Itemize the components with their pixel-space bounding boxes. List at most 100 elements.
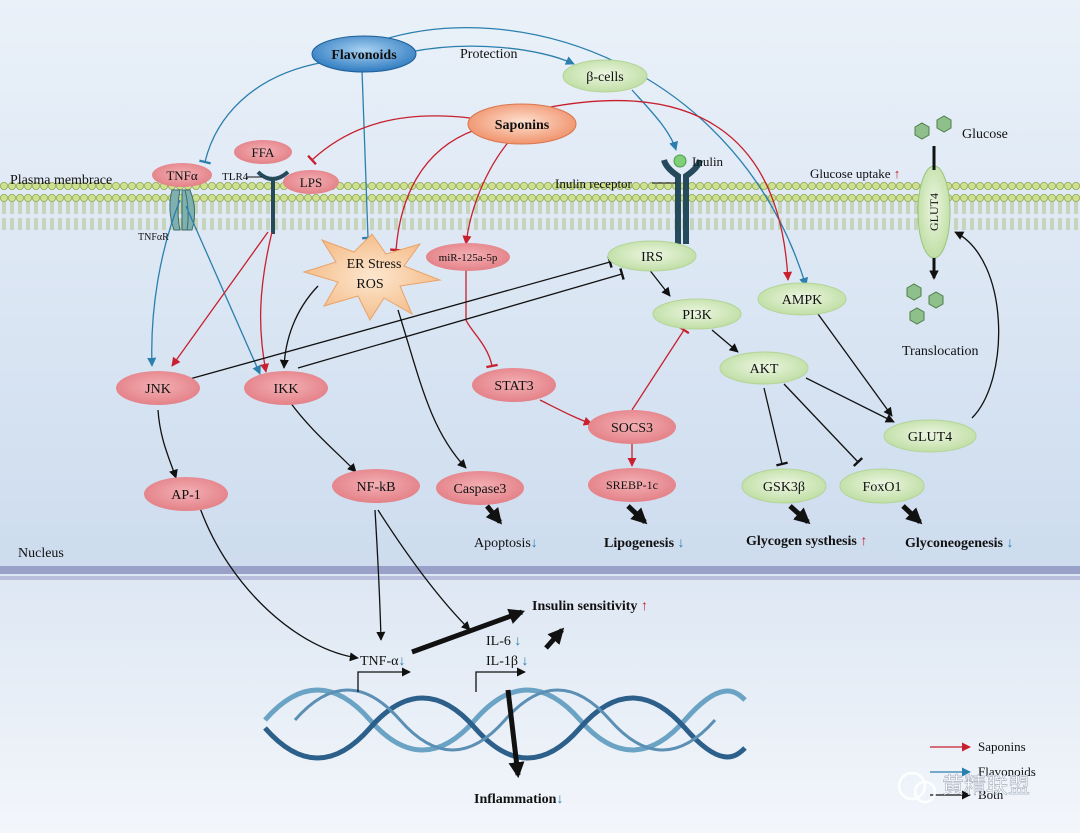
edge-irs-pi3k: [647, 267, 671, 297]
edge-jnk-irs: [185, 256, 613, 381]
edge-glut4-translocation: [954, 231, 1000, 419]
beta-cells-label: β-cells: [586, 70, 623, 85]
legend: Saponins Flavonoids Both: [930, 739, 1036, 802]
edge-akt-foxo1: [783, 383, 864, 467]
edge-tnfa-jnk: [147, 199, 181, 367]
pi3k-label: PI3K: [682, 308, 712, 323]
glucose-uptake-label: Glucose uptake ↑: [810, 166, 900, 181]
edge-flavonoids-er: [361, 69, 374, 240]
edge-promoter-tnfa: [357, 667, 411, 692]
gsk3b-node: GSK3β: [741, 468, 827, 504]
jnk-label: JNK: [145, 382, 171, 397]
lps-label: LPS: [300, 175, 322, 190]
akt-label: AKT: [750, 362, 779, 377]
edge-ampk-glut4: [817, 313, 893, 417]
tnfar-receptor-icon: [169, 189, 196, 231]
glut4-transporter: GLUT4: [917, 165, 951, 259]
inulin-molecule-icon: [673, 154, 687, 168]
ikk-node: IKK: [244, 371, 328, 405]
flavonoids-node: Flavonoids: [311, 35, 417, 73]
inflammation-outcome: Inflammation↓: [474, 792, 563, 807]
tlr4-receptor-icon: [256, 170, 290, 234]
edge-er-caspase3: [397, 309, 467, 469]
nfkb-label: NF-kB: [357, 480, 396, 495]
mir-label: miR-125a-5p: [439, 252, 498, 264]
watermark-text: 黄精联盟: [942, 773, 1030, 798]
edge-ap1-tnfa-gene: [199, 507, 359, 662]
il6-gene: IL-6 ↓: [486, 634, 521, 649]
jnk-node: JNK: [116, 371, 200, 405]
tnf-alpha-gene: TNF-α↓: [360, 654, 405, 669]
nuclear-envelope: [0, 566, 1080, 574]
translocation-label: Translocation: [902, 344, 978, 359]
edge-saponins-er: [390, 129, 476, 252]
er-stress-label: ER Stress: [347, 257, 402, 272]
edge-saponins-lps: [307, 115, 471, 166]
watermark: 黄精联盟: [897, 771, 1030, 804]
foxo1-node: FoxO1: [839, 468, 925, 504]
irs-node: IRS: [607, 240, 697, 272]
foxo1-label: FoxO1: [863, 480, 902, 495]
edge-stat3-socs3: [539, 399, 593, 426]
glucose-label: Glucose: [962, 127, 1008, 142]
apoptosis-outcome: Apoptosis↓: [474, 536, 538, 551]
edge-er-ikk: [279, 285, 319, 369]
edge-protection-betacells: [409, 45, 575, 65]
inulin-label: Inulin: [692, 154, 724, 169]
nucleus-label: Nucleus: [18, 546, 64, 561]
srebp-1c-node: SREBP-1c: [588, 468, 676, 502]
pi3k-node: PI3K: [652, 298, 742, 330]
tnfa-label: TNFα: [166, 168, 198, 183]
glut4-node: GLUT4: [883, 419, 977, 453]
edge-nfkb-tnfa-gene: [374, 509, 386, 641]
nfkb-node: NF-kB: [332, 469, 420, 503]
edge-saponins-mir: [462, 139, 511, 245]
edge-betacells-inulin: [631, 89, 678, 151]
legend-both-label: Both: [978, 787, 1004, 802]
glucose-molecules-icon: [906, 115, 952, 325]
lipogenesis-outcome: Lipogenesis ↓: [604, 536, 685, 551]
tnfa-node: TNFα: [152, 163, 212, 187]
edge-saponins-ampk: [544, 99, 793, 281]
edge-ikk-nfkb: [289, 401, 357, 473]
saponins-label: Saponins: [495, 118, 550, 133]
protection-label: Protection: [460, 47, 518, 62]
arrow-il-insulin-sensitivity: [544, 627, 565, 650]
legend-flavonoids-label: Flavonoids: [978, 764, 1036, 779]
edge-pi3k-akt: [711, 329, 739, 353]
legend-saponins-label: Saponins: [978, 739, 1026, 754]
irs-label: IRS: [641, 250, 663, 265]
glut4-vesicle-label: GLUT4: [908, 430, 952, 445]
srebp-label: SREBP-1c: [606, 478, 658, 492]
tnfar-label: TNFαR: [138, 232, 169, 243]
edge-tnfa-ikk: [185, 205, 261, 375]
saponins-node: Saponins: [467, 103, 577, 145]
edge-ikk-irs: [297, 268, 625, 369]
edge-mir-stat3: [465, 270, 498, 369]
arrow-glycogen: [788, 504, 811, 525]
edge-flavonoids-tnfa: [199, 61, 326, 165]
lps-node: LPS: [283, 170, 339, 194]
insulin-sensitivity-outcome: Insulin sensitivity ↑: [532, 599, 648, 614]
edge-akt-gsk3b: [763, 387, 788, 467]
er-stress-ros-node: ER Stress ROS: [302, 233, 442, 322]
tlr4-label: TLR4: [222, 171, 249, 183]
dna-helix-icon: [263, 687, 747, 761]
socs3-node: SOCS3: [588, 410, 676, 444]
edge-akt-glut4: [805, 377, 895, 423]
arrow-inflammation: [505, 689, 525, 779]
glut4-membrane-label: GLUT4: [927, 193, 941, 231]
ampk-label: AMPK: [782, 293, 822, 308]
glycogen-outcome: Glycogen systhesis ↑: [746, 534, 867, 549]
edge-jnk-ap1: [157, 409, 178, 479]
gsk3b-label: GSK3β: [763, 480, 805, 495]
flavonoids-label: Flavonoids: [331, 48, 397, 63]
edge-tlr4-jnk: [171, 231, 269, 367]
caspase3-label: Caspase3: [454, 482, 507, 497]
edge-socs3-pi3k: [631, 325, 690, 411]
beta-cells-node: β-cells: [562, 59, 648, 93]
stat3-label: STAT3: [494, 379, 533, 394]
insulin-receptor-icon: [661, 159, 703, 244]
